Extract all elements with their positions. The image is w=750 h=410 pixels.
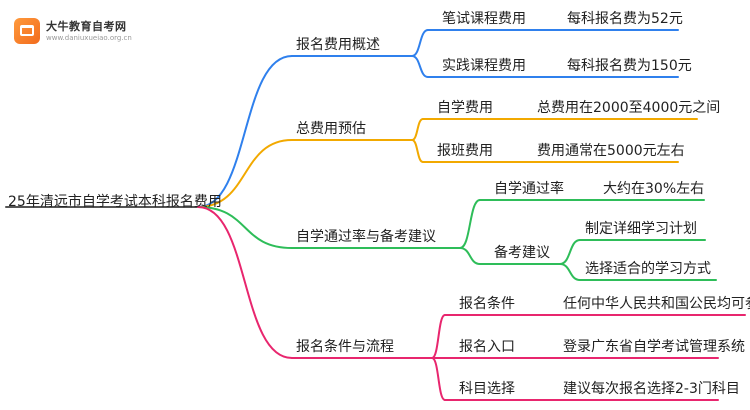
detail-label: 总费用在2000至4000元之间	[537, 100, 721, 116]
subtopic-label: 报班费用	[437, 143, 493, 159]
subtopic-connector	[411, 55, 429, 78]
site-logo: 大牛教育自考网 www.daniuxueiao.org.cn	[14, 16, 154, 50]
subtopic-label: 科目选择	[459, 381, 515, 397]
subtopic-label: 实践课程费用	[442, 58, 526, 74]
logo-url: www.daniuxueiao.org.cn	[46, 34, 132, 42]
subtopic-label: 自学通过率	[494, 181, 564, 197]
branch-connector	[197, 55, 293, 208]
subtopic-connector	[459, 247, 481, 265]
detail-connector	[559, 263, 581, 281]
branch-connector	[197, 206, 293, 359]
detail-label: 大约在30%左右	[603, 181, 705, 197]
branch-label: 报名费用概述	[296, 37, 380, 53]
subtopic-connector	[431, 314, 446, 359]
detail-label: 选择适合的学习方式	[585, 261, 711, 277]
subtopic-connector	[411, 139, 424, 163]
subtopic-connector	[411, 29, 429, 57]
logo-name: 大牛教育自考网	[46, 20, 127, 33]
mindmap-root: 25年清远市自学考试本科报名费用	[8, 194, 222, 210]
subtopic-label: 自学费用	[437, 100, 493, 116]
subtopic-connector	[411, 118, 424, 141]
detail-label: 建议每次报名选择2-3门科目	[563, 381, 740, 397]
subtopic-connector	[459, 199, 481, 249]
subtopic-label: 备考建议	[494, 245, 550, 261]
detail-label: 制定详细学习计划	[585, 221, 697, 237]
detail-label: 登录广东省自学考试管理系统	[563, 339, 745, 355]
detail-label: 每科报名费为150元	[567, 58, 692, 74]
branch-connector	[197, 206, 293, 249]
detail-label: 费用通常在5000元左右	[537, 143, 685, 159]
logo-icon	[14, 18, 40, 44]
detail-label: 任何中华人民共和国公民均可参加	[563, 296, 750, 312]
branch-connector	[197, 139, 293, 208]
branch-label: 自学通过率与备考建议	[296, 229, 436, 245]
subtopic-connector	[431, 357, 446, 401]
subtopic-label: 笔试课程费用	[442, 11, 526, 27]
subtopic-label: 报名条件	[459, 296, 515, 312]
detail-label: 每科报名费为52元	[567, 11, 683, 27]
branch-label: 报名条件与流程	[296, 339, 394, 355]
detail-connector	[559, 239, 581, 265]
branch-label: 总费用预估	[296, 121, 366, 137]
subtopic-label: 报名入口	[459, 339, 515, 355]
